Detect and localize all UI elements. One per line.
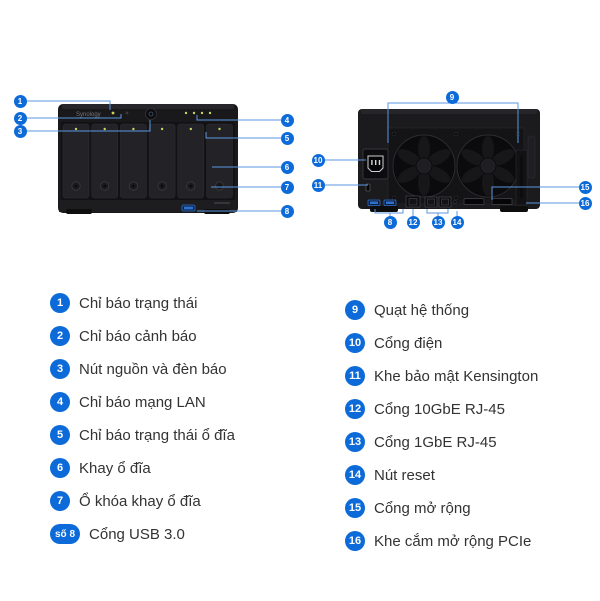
legend-left-column: 1 Chỉ báo trạng thái 2 Chỉ báo cảnh báo 3 Nút… [50, 293, 235, 557]
callout-badge: 6 [280, 160, 294, 174]
legend-label: Cổng USB 3.0 [89, 525, 185, 543]
legend-label: Nút nguồn và đèn báo [79, 360, 227, 378]
nas-front-view-image: Synology [58, 104, 238, 214]
legend-item: 15 Cổng mở rộng [345, 498, 538, 518]
system-fan-left [392, 134, 456, 198]
legend-label: Cổng 1GbE RJ-45 [374, 433, 497, 451]
legend-label: Khay ổ đĩa [79, 459, 151, 477]
callout-badge: 8 [383, 215, 397, 229]
front-usb3-port [181, 204, 196, 212]
legend-item: 5 Chỉ báo trạng thái ổ đĩa [50, 425, 235, 445]
legend-item: 4 Chỉ báo mạng LAN [50, 392, 235, 412]
legend-item: 16 Khe cắm mở rộng PCIe [345, 531, 538, 551]
legend-item: 6 Khay ổ đĩa [50, 458, 235, 478]
legend-right-column: 9 Quạt hệ thống 10 Cổng điện 11 Khe bảo mật K… [345, 300, 538, 564]
front-foot [204, 209, 230, 214]
rear-foot [500, 206, 528, 212]
legend-item: 10 Cổng điện [345, 333, 538, 353]
legend-item: 13 Cổng 1GbE RJ-45 [345, 432, 538, 452]
callout-badge: 8 [280, 204, 294, 218]
system-fan-right [456, 134, 520, 198]
front-foot [66, 209, 92, 214]
callout-badge: 11 [311, 178, 325, 192]
callout-badge: 7 [280, 180, 294, 194]
callout-badge: 13 [431, 215, 445, 229]
rj45-1gbe-ports [424, 196, 452, 208]
callout-badge: 12 [406, 215, 420, 229]
pcie-slot-bracket [515, 149, 528, 206]
callout-badge: 5 [280, 131, 294, 145]
status-led [111, 111, 115, 115]
legend-label: Nút reset [374, 466, 435, 484]
legend-number-badge: 11 [345, 366, 365, 386]
legend-number-badge: 14 [345, 465, 365, 485]
legend-label: Cổng điện [374, 334, 443, 352]
legend-number-badge: 9 [345, 300, 365, 320]
legend-item: 3 Nút nguồn và đèn báo [50, 359, 235, 379]
legend-number-badge: 15 [345, 498, 365, 518]
legend-number-badge: 3 [50, 359, 70, 379]
legend-label: Quạt hệ thống [374, 301, 470, 319]
legend-item: 11 Khe bảo mật Kensington [345, 366, 538, 386]
rear-latch [527, 135, 536, 179]
legend-item: 2 Chỉ báo cảnh báo [50, 326, 235, 346]
kensington-slot [365, 183, 371, 192]
legend-number-badge: 16 [345, 531, 365, 551]
alert-led [125, 111, 129, 115]
legend-item: số 8 Cổng USB 3.0 [50, 524, 235, 544]
legend-number-badge: số 8 [50, 524, 81, 544]
legend-label: Chỉ báo trạng thái ổ đĩa [79, 426, 235, 444]
callout-badge: 4 [280, 113, 294, 127]
drive-bays [62, 123, 233, 199]
legend-label: Chỉ báo mạng LAN [79, 393, 206, 411]
legend-label: Chỉ báo trạng thái [79, 294, 198, 312]
legend-label: Khe bảo mật Kensington [374, 367, 539, 385]
legend-number-badge: 7 [50, 491, 70, 511]
legend-label: Ổ khóa khay ổ đĩa [79, 492, 201, 510]
rear-usb3-ports [367, 199, 397, 206]
legend-label: Khe cắm mở rộng PCIe [374, 532, 532, 550]
legend-label: Cổng 10GbE RJ-45 [374, 400, 505, 418]
legend-item: 9 Quạt hệ thống [345, 300, 538, 320]
legend-label: Cổng mở rộng [374, 499, 471, 517]
lan-leds [184, 111, 212, 115]
callout-badge: 9 [445, 90, 459, 104]
callout-badge: 14 [450, 215, 464, 229]
model-label-mark [214, 202, 230, 204]
legend-label: Chỉ báo cảnh báo [79, 327, 197, 345]
callout-badge: 15 [578, 180, 592, 194]
legend-number-badge: 5 [50, 425, 70, 445]
rear-foot [370, 206, 398, 212]
legend-number-badge: 6 [50, 458, 70, 478]
callout-badge: 10 [311, 153, 325, 167]
callout-badge: 1 [13, 94, 27, 108]
legend-item: 7 Ổ khóa khay ổ đĩa [50, 491, 235, 511]
callout-badge: 3 [13, 124, 27, 138]
legend-number-badge: 4 [50, 392, 70, 412]
rj45-10gbe-port [405, 195, 421, 208]
nas-rear-view-image [358, 109, 540, 212]
legend-item: 1 Chỉ báo trạng thái [50, 293, 235, 313]
power-button [145, 108, 157, 120]
legend-number-badge: 1 [50, 293, 70, 313]
legend-number-badge: 2 [50, 326, 70, 346]
expansion-ports [459, 198, 517, 205]
legend-item: 14 Nút reset [345, 465, 538, 485]
power-socket [362, 148, 389, 180]
legend-item: 12 Cổng 10GbE RJ-45 [345, 399, 538, 419]
legend-number-badge: 10 [345, 333, 365, 353]
legend-number-badge: 13 [345, 432, 365, 452]
callout-badge: 2 [13, 111, 27, 125]
legend-number-badge: 12 [345, 399, 365, 419]
reset-hole [453, 200, 457, 204]
callout-badge: 16 [578, 196, 592, 210]
synology-logo: Synology [76, 112, 101, 118]
